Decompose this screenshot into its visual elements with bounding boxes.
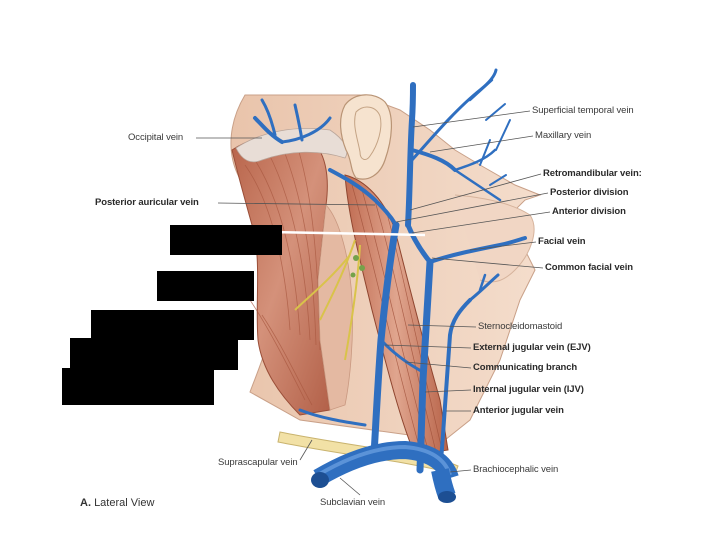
label-retromandibular-vein: Retromandibular vein: bbox=[543, 168, 642, 179]
label-external-jugular-vein: External jugular vein (EJV) bbox=[473, 342, 591, 353]
redaction-box-3 bbox=[91, 310, 254, 340]
label-subclavian-vein: Subclavian vein bbox=[320, 497, 386, 508]
figure-caption: A. Lateral View bbox=[80, 497, 154, 509]
label-anterior-jugular-vein: Anterior jugular vein bbox=[473, 405, 564, 416]
label-superficial-temporal-vein: Superficial temporal vein bbox=[532, 105, 634, 116]
facial-vein bbox=[428, 236, 527, 264]
leader-lines bbox=[196, 110, 551, 496]
subclavian-vein-end bbox=[311, 472, 329, 488]
label-common-facial-vein: Common facial vein bbox=[545, 262, 633, 273]
jaw-outline bbox=[454, 194, 535, 283]
internal-jugular-vein bbox=[416, 258, 434, 474]
anterior-jugular-vein bbox=[439, 298, 472, 462]
redaction-box-4 bbox=[70, 338, 238, 370]
label-maxillary-vein: Maxillary vein bbox=[535, 130, 592, 141]
label-posterior-division: Posterior division bbox=[550, 187, 629, 198]
redaction-box-2 bbox=[157, 271, 254, 301]
subclavian-vein-tube bbox=[313, 440, 459, 486]
posterior-auricular-vein bbox=[328, 168, 398, 227]
suprascapular-vein-path bbox=[298, 408, 367, 427]
superficial-temporal-vein bbox=[405, 82, 416, 228]
label-sternocleidomastoid: Sternocleidomastoid bbox=[478, 321, 563, 332]
label-brachiocephalic-vein: Brachiocephalic vein bbox=[473, 464, 559, 475]
caption-text: Lateral View bbox=[94, 497, 155, 509]
veins bbox=[253, 68, 527, 474]
ear-inner bbox=[354, 106, 382, 160]
label-posterior-auricular-vein: Posterior auricular vein bbox=[95, 197, 199, 208]
redaction-box-5 bbox=[62, 368, 214, 405]
redaction-box-1 bbox=[170, 225, 282, 255]
occipital-vein bbox=[253, 116, 284, 144]
label-occipital-vein: Occipital vein bbox=[128, 132, 184, 143]
separator-line bbox=[269, 230, 426, 237]
occipital-aponeurosis bbox=[235, 128, 348, 163]
label-facial-vein: Facial vein bbox=[538, 236, 586, 247]
superficial-temporal-branch bbox=[410, 68, 498, 162]
cervical-nerves bbox=[294, 239, 361, 361]
communicating-branch bbox=[379, 338, 425, 374]
label-anterior-division: Anterior division bbox=[552, 206, 626, 217]
label-suprascapular-vein: Suprascapular vein bbox=[218, 457, 298, 468]
nerve-nodes bbox=[350, 255, 365, 278]
maxillary-vein bbox=[410, 148, 457, 172]
ear bbox=[340, 94, 392, 180]
subclavian-vein-highlight bbox=[316, 444, 452, 477]
label-internal-jugular-vein: Internal jugular vein (IJV) bbox=[473, 384, 584, 395]
brachiocephalic-vein-end bbox=[438, 491, 456, 503]
label-communicating-branch: Communicating branch bbox=[473, 362, 578, 373]
caption-letter: A. bbox=[80, 497, 91, 509]
